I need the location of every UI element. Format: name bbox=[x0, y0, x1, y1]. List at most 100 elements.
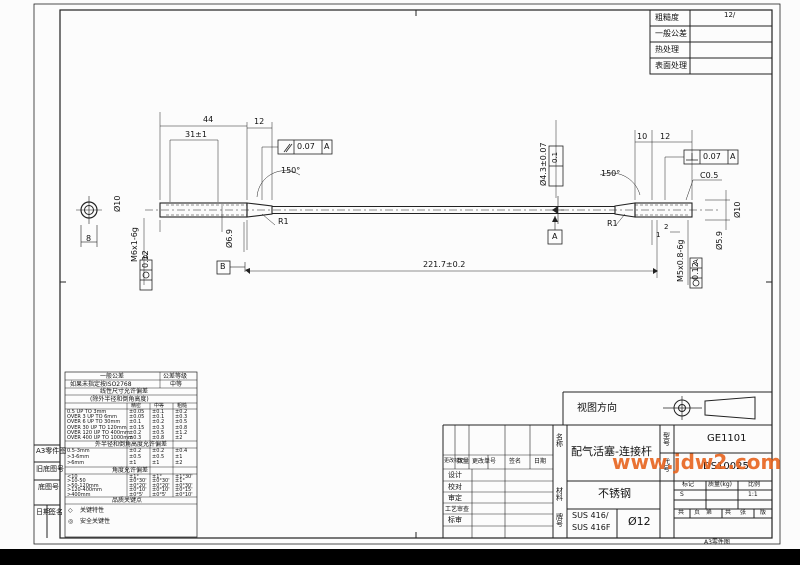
dim-8: 8 bbox=[86, 234, 92, 243]
chamfer-c0-5: C0.5 bbox=[700, 171, 719, 180]
tol-cell: ±0.4 bbox=[175, 448, 188, 454]
grade-2: SUS 416F bbox=[572, 523, 611, 532]
angle-right: 150° bbox=[601, 169, 621, 178]
angle-left: 150° bbox=[281, 166, 301, 175]
surface-treatment-label: 表面处理 bbox=[655, 61, 687, 70]
base-label: 底图号 bbox=[38, 483, 59, 491]
tol-linear-sub: (除外半径和倒角高度) bbox=[90, 396, 149, 403]
tol-linear-title: 线性尺寸允许偏差 bbox=[100, 388, 149, 395]
watermark: www.jdw2.com bbox=[612, 450, 782, 474]
proof-label: 校对 bbox=[448, 483, 462, 491]
tol-cell: ±0°10' bbox=[175, 491, 193, 498]
tol-cell: ±0.5 bbox=[152, 429, 165, 436]
tol-cell: ±0.5 bbox=[152, 453, 165, 460]
rev-sign-label: 签名 bbox=[509, 458, 522, 465]
tol-cell: ±1 bbox=[175, 453, 183, 460]
tol-cell: <10 bbox=[67, 474, 78, 480]
sheet-label: 张 bbox=[740, 509, 747, 516]
rev-label: 版 bbox=[760, 509, 767, 516]
tol-cell: ±0°30' bbox=[175, 482, 193, 489]
tol-cell: ±2 bbox=[175, 435, 183, 441]
model-value: GE1101 bbox=[707, 433, 747, 444]
datum-a-box: A bbox=[552, 232, 558, 241]
tol-cell: ±0.1 bbox=[152, 414, 165, 421]
process-label: 工艺审查 bbox=[445, 506, 470, 513]
tol-cell: >6mm bbox=[67, 459, 85, 466]
rev-count-label: 数量 bbox=[457, 458, 470, 465]
tol-cell: >120-400mm bbox=[67, 487, 102, 494]
rev-date-label: 日期 bbox=[534, 458, 547, 465]
tol-cell: ±0.2 bbox=[152, 419, 165, 426]
tol-cell: ±1°30' bbox=[175, 474, 193, 480]
tol-head-coarse: 粗糙 bbox=[177, 403, 188, 409]
radius-right: R1 bbox=[607, 219, 618, 228]
dim-dia5-9: Ø5.9 bbox=[715, 230, 724, 250]
material-label: 材料 bbox=[556, 487, 563, 502]
total-label: 共 bbox=[678, 509, 685, 516]
gdt-right-value: 0.07 bbox=[703, 152, 721, 161]
tol-cell: ±0.2 bbox=[129, 429, 142, 436]
thread-m5: M5x0.8-6g bbox=[676, 239, 685, 282]
tol-cell: >50-120mm bbox=[67, 482, 99, 489]
tol-cell: ±0.3 bbox=[129, 435, 142, 441]
tol-cell: ±0°15' bbox=[175, 487, 193, 494]
tol-cell: OVER 3 UP TO 6mm bbox=[67, 414, 118, 421]
tol-cell: ±0°30' bbox=[152, 478, 170, 485]
tol-cell: >400mm bbox=[67, 491, 91, 498]
tol-head-medium: 中等 bbox=[154, 403, 165, 409]
tol-cell: OVER 6 UP TO 30mm bbox=[67, 419, 121, 426]
tol-cell: ±1 bbox=[129, 459, 137, 466]
radius-left: R1 bbox=[278, 217, 289, 226]
roughness-label: 粗糙度 bbox=[655, 13, 679, 22]
tol-cell: ±0°5' bbox=[152, 491, 167, 498]
tol-cell: ±0°20' bbox=[129, 482, 147, 489]
dim-12-left: 12 bbox=[254, 117, 265, 126]
tol-cell: ±0.3 bbox=[175, 414, 188, 421]
old-base-label: 旧底图号 bbox=[36, 465, 64, 473]
footer-label: A3零件图 bbox=[704, 539, 730, 546]
tol-cell: ±0.2 bbox=[129, 448, 142, 454]
dim-dia6-9: Ø6.9 bbox=[225, 228, 234, 248]
sign-label: 签名 bbox=[49, 508, 63, 516]
tol-cell: ±0.1 bbox=[152, 409, 165, 415]
dim-12-right: 12 bbox=[660, 132, 671, 141]
sheet-total-label: 共 bbox=[725, 509, 732, 516]
roughness-value: 12/ bbox=[724, 11, 736, 19]
tol-cell: ±0.1 bbox=[129, 419, 142, 426]
tol-cell: ±0.15 bbox=[129, 424, 145, 431]
tol-grade-medium: 中等 bbox=[170, 381, 183, 388]
view-direction-label: 视图方向 bbox=[577, 403, 617, 414]
gdt-right-datum: A bbox=[730, 152, 736, 161]
tol-angle-title: 角度允许偏差 bbox=[112, 467, 149, 474]
mass-label: 质量(kg) bbox=[708, 481, 732, 488]
quality-key-title: 品质关键点 bbox=[112, 497, 143, 504]
code-value: DS10025 bbox=[703, 461, 749, 472]
perpendicularity-value: 0.1 bbox=[551, 151, 559, 163]
bottom-band bbox=[0, 549, 800, 565]
tol-cell: ±0.2 bbox=[152, 448, 165, 454]
a3-part-label: A3零件图 bbox=[36, 447, 67, 455]
part-name: 配气活塞-连接杆 bbox=[571, 445, 652, 458]
tol-cell: ±2 bbox=[175, 459, 183, 466]
tol-cell: ±1° bbox=[175, 478, 185, 485]
tol-iso-line: 如果未指定按ISO2768 bbox=[70, 381, 132, 388]
tol-cell: ±0°5' bbox=[129, 491, 144, 498]
heat-treatment-label: 热处理 bbox=[655, 45, 679, 54]
tol-cell: >10-50 bbox=[67, 478, 86, 485]
dim-221-7: 221.7±0.2 bbox=[423, 260, 466, 269]
tol-cell: ±1 bbox=[152, 459, 160, 466]
tol-grade-title: 公差等级 bbox=[163, 373, 188, 380]
tol-cell: ±0.3 bbox=[152, 424, 165, 431]
tol-cell: ±1° bbox=[129, 474, 139, 480]
tol-cell: 0.5 UP TO 3mm bbox=[67, 409, 107, 415]
tol-cell: ±0.5 bbox=[129, 453, 142, 460]
model-label: 型号 bbox=[663, 432, 670, 447]
std-label: 标审 bbox=[448, 516, 462, 524]
dim-10-right: 10 bbox=[637, 132, 648, 141]
gdt-left-datum: A bbox=[324, 142, 330, 151]
general-tolerance-label: 一般公差 bbox=[655, 29, 687, 38]
tol-cell: 0.5-3mm bbox=[67, 448, 90, 454]
datum-a-left: A bbox=[142, 254, 150, 259]
